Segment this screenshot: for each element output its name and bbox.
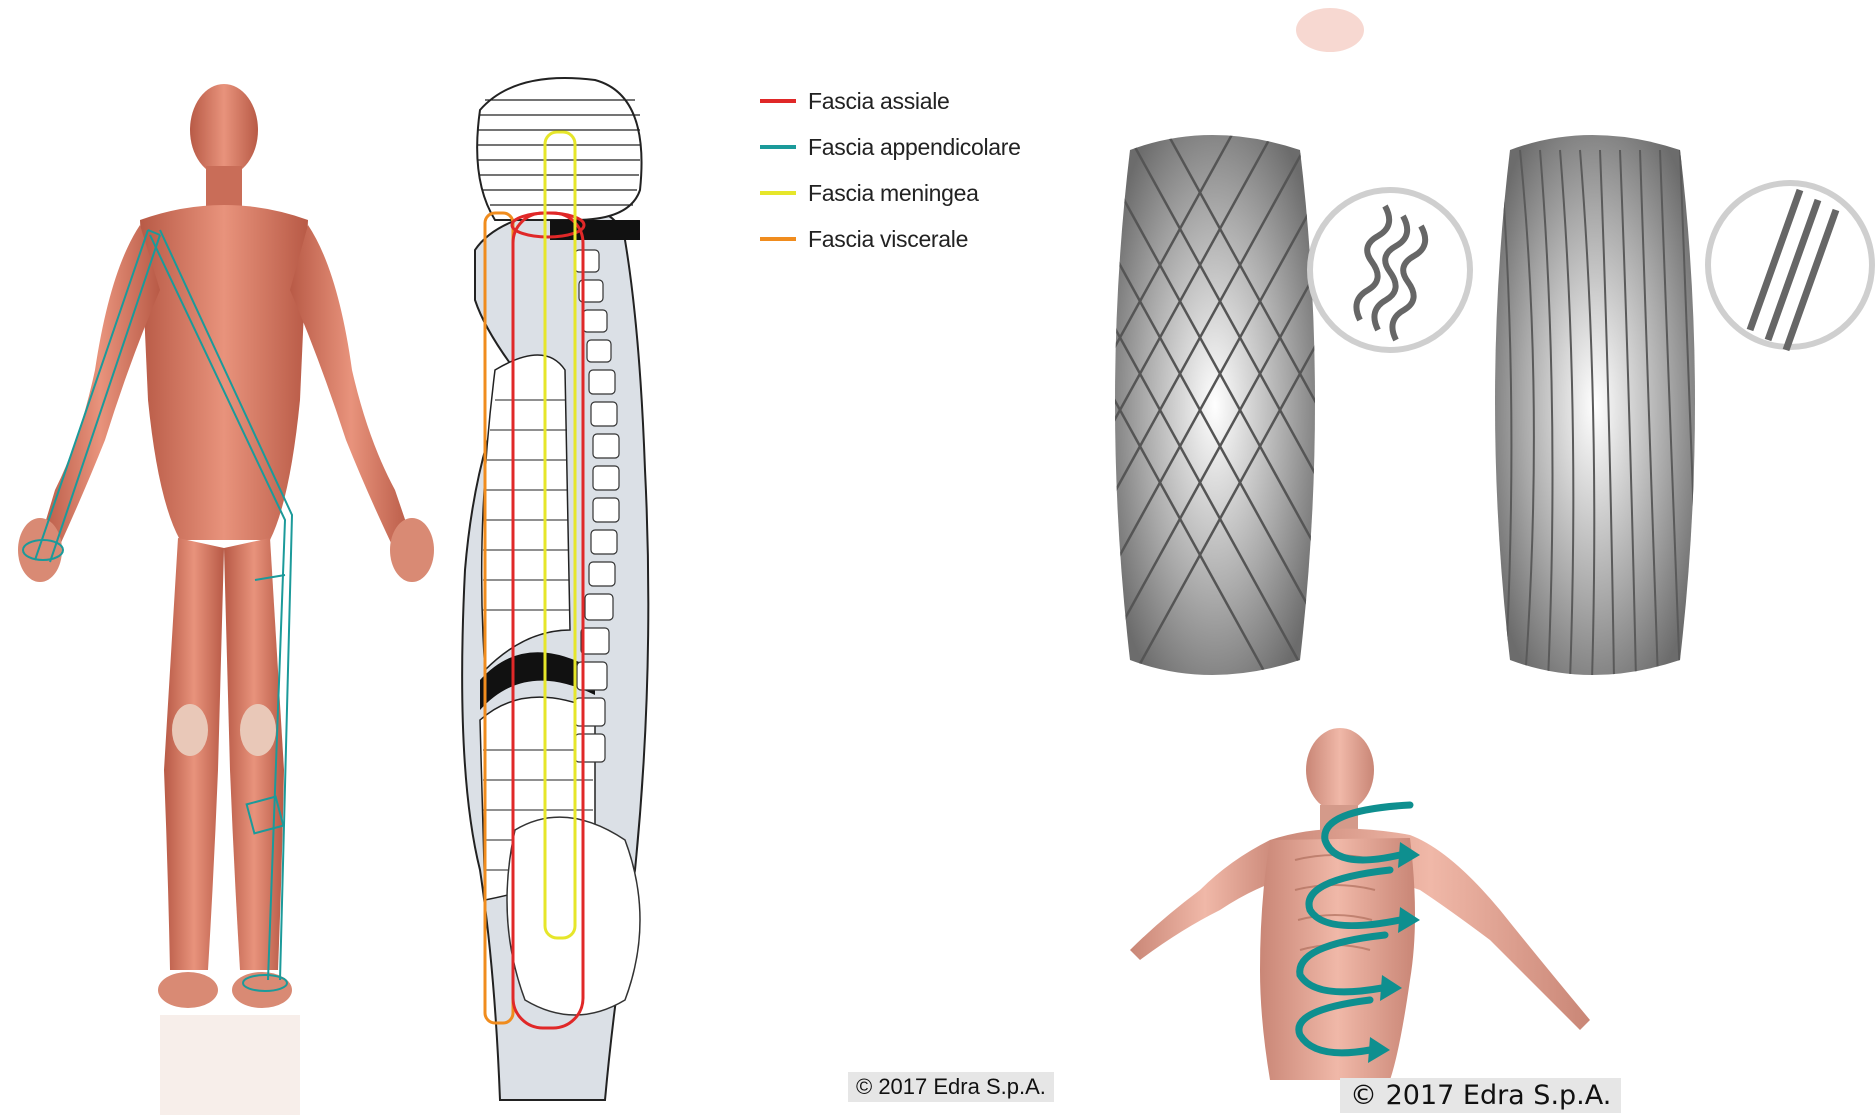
copyright-notice: © 2017 Edra S.p.A. [848, 1072, 1054, 1102]
legend-item-axial: Fascia assiale [760, 78, 1021, 124]
fascia-legend: Fascia assiale Fascia appendicolare Fasc… [760, 78, 1021, 262]
muscle-figure-illustration [0, 70, 460, 1118]
legend-item-appendicular: Fascia appendicolare [760, 124, 1021, 170]
copyright-notice: © 2017 Edra S.p.A. [1340, 1078, 1621, 1113]
torso-helix-illustration [1120, 720, 1620, 1080]
legend-swatch-yellow [760, 191, 796, 195]
legend-label: Fascia meningea [808, 180, 979, 207]
legend-label: Fascia assiale [808, 88, 950, 115]
legend-label: Fascia appendicolare [808, 134, 1021, 161]
legend-swatch-orange [760, 237, 796, 241]
legend-label: Fascia viscerale [808, 226, 968, 253]
legend-item-visceral: Fascia viscerale [760, 216, 1021, 262]
fascia-fiber-panels [1100, 0, 1876, 700]
sagittal-fascia-diagram [455, 70, 715, 1110]
legend-swatch-teal [760, 145, 796, 149]
legend-item-meningeal: Fascia meningea [760, 170, 1021, 216]
legend-swatch-red [760, 99, 796, 103]
